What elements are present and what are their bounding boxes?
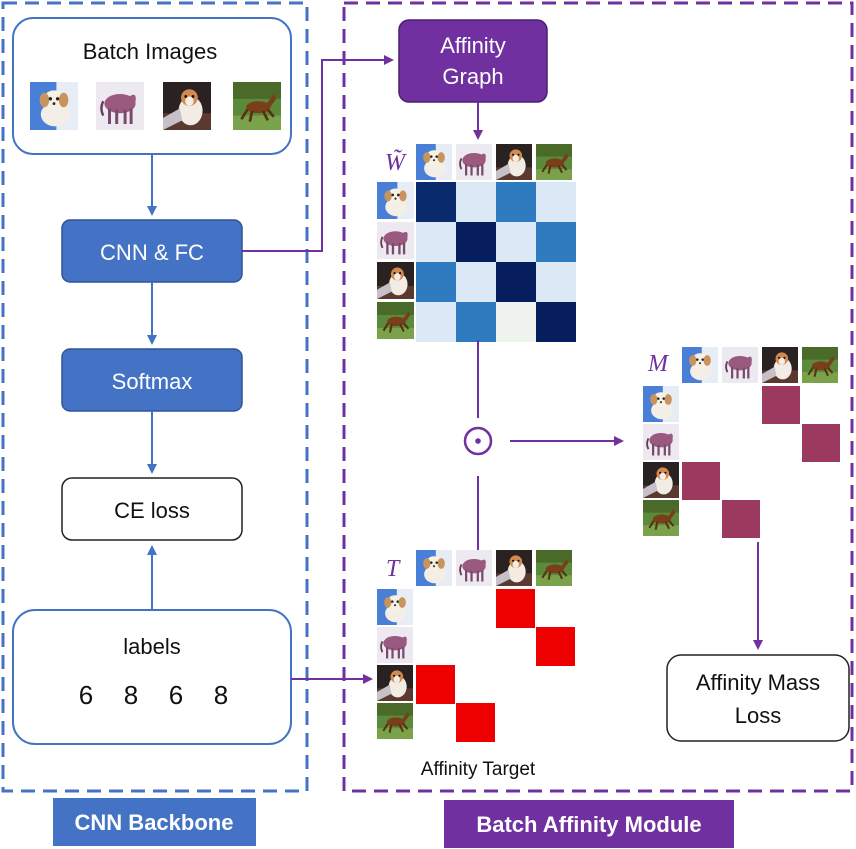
cnn-fc-label: CNN & FC (100, 240, 204, 265)
thumbnail-puppy (643, 386, 679, 422)
w-matrix-symbol: W̃ (385, 149, 407, 176)
w-cell (496, 302, 536, 342)
t-cell (536, 627, 575, 666)
thumbnail-puppy (30, 82, 78, 130)
thumbnail-horse-running (643, 500, 679, 536)
m-cell (762, 386, 800, 424)
thumbnail-horse (643, 424, 679, 460)
m-cell (722, 500, 760, 538)
t-cell (456, 703, 495, 742)
thumbnail-horse-running (536, 550, 572, 586)
m-cell (682, 462, 720, 500)
thumbnail-horse-running (377, 703, 413, 739)
w-cell (416, 222, 456, 262)
hadamard-operator-dot (475, 438, 481, 444)
arrow-cnn-to-graph (242, 55, 394, 252)
ce-loss-box (61, 477, 243, 541)
batch-affinity-badge (444, 800, 734, 848)
thumbnail-dog (762, 347, 798, 383)
w-cell (456, 222, 496, 262)
label-value-1: 6 (79, 680, 93, 710)
affinity-mass-loss-line1: Affinity Mass (696, 670, 820, 695)
hadamard-operator-circle (463, 426, 493, 456)
w-cell (456, 302, 496, 342)
m-cell (802, 424, 840, 462)
w-cell (416, 262, 456, 302)
w-cell (456, 262, 496, 302)
cnn-backbone-title: CNN Backbone (75, 810, 234, 835)
m-mass-matrix (643, 347, 840, 538)
labels-box (12, 609, 292, 745)
t-cell (416, 665, 455, 704)
w-cell (416, 182, 456, 222)
w-cell (536, 182, 576, 222)
thumbnail-horse-running (802, 347, 838, 383)
thumbnail-puppy (377, 182, 414, 219)
w-cell (456, 182, 496, 222)
label-value-4: 8 (214, 680, 228, 710)
thumbnail-horse (456, 144, 492, 180)
batch-images-label: Batch Images (83, 39, 218, 64)
label-value-3: 6 (169, 680, 183, 710)
thumbnail-horse (96, 82, 144, 130)
thumbnail-horse (722, 347, 758, 383)
thumbnail-puppy (416, 550, 452, 586)
w-cell (536, 222, 576, 262)
w-cell (496, 262, 536, 302)
thumbnail-puppy (682, 347, 718, 383)
m-matrix-symbol: M (647, 351, 670, 377)
thumbnail-horse (456, 550, 492, 586)
w-cell (496, 222, 536, 262)
affinity-mass-loss-line2: Loss (735, 703, 781, 728)
batch-affinity-region (342, 1, 854, 793)
w-cell (496, 182, 536, 222)
thumbnail-puppy (416, 144, 452, 180)
batch-affinity-title: Batch Affinity Module (476, 812, 701, 837)
thumbnail-puppy (377, 589, 413, 625)
thumbnail-dog (163, 82, 211, 130)
thumbnail-horse (377, 222, 414, 259)
affinity-target-caption: Affinity Target (421, 759, 536, 780)
labels-title: labels (123, 634, 180, 659)
w-cell (416, 302, 456, 342)
thumbnail-dog (643, 462, 679, 498)
t-cell (496, 589, 535, 628)
softmax-label: Softmax (112, 369, 193, 394)
t-target-matrix (377, 550, 575, 742)
affinity-graph-box (398, 19, 548, 103)
thumbnail-horse-running (536, 144, 572, 180)
thumbnail-horse (377, 627, 413, 663)
thumbnail-dog (496, 144, 532, 180)
thumbnail-dog (496, 550, 532, 586)
label-value-2: 8 (124, 680, 138, 710)
thumbnail-horse-running (377, 302, 414, 339)
affinity-graph-label-line1: Affinity (440, 33, 506, 58)
thumbnail-dog (377, 262, 414, 299)
w-cell (536, 262, 576, 302)
affinity-mass-loss-box (666, 654, 850, 742)
thumbnail-dog (377, 665, 413, 701)
ce-loss-label: CE loss (114, 498, 190, 523)
affinity-graph-label-line2: Graph (442, 64, 503, 89)
t-matrix-symbol: T (386, 556, 401, 582)
cnn-backbone-region (1, 1, 309, 793)
thumbnail-horse-running (233, 82, 281, 130)
cnn-backbone-badge (53, 798, 256, 846)
w-affinity-matrix (377, 144, 576, 342)
w-cell (536, 302, 576, 342)
